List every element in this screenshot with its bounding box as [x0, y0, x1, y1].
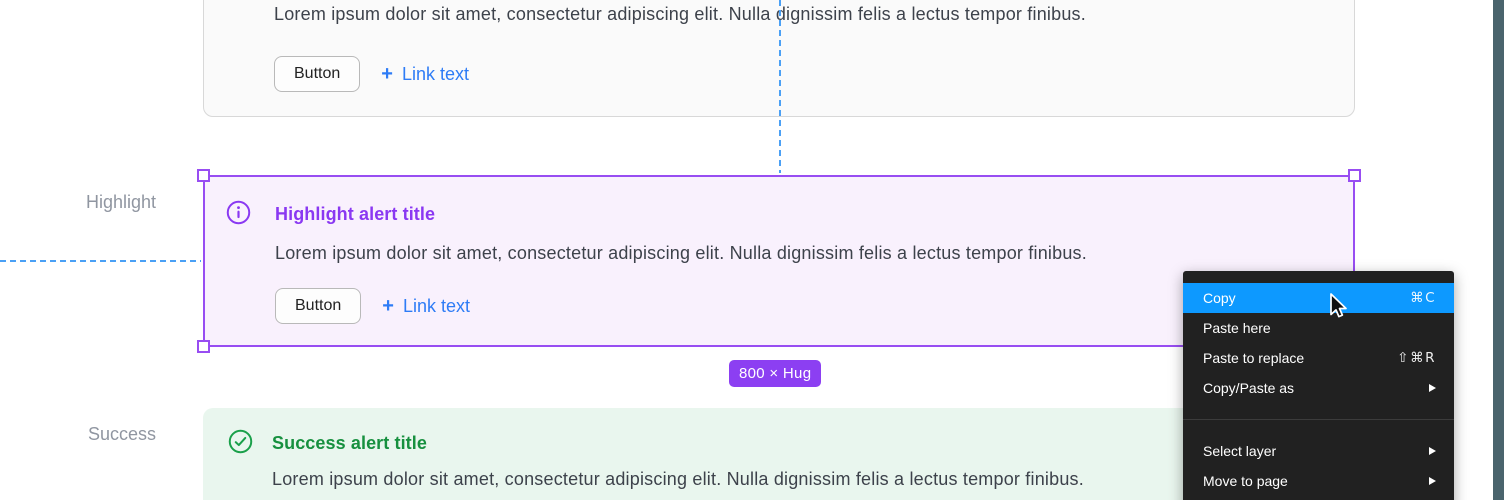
link-label: Link text — [401, 63, 469, 84]
variant-label-highlight: Highlight — [85, 192, 156, 212]
menu-item-move-to-page[interactable]: Move to page — [1183, 466, 1454, 496]
alert-body-text: Lorem ipsum dolor sit amet, consectetur … — [274, 4, 1086, 24]
vertical-guide-line — [779, 0, 781, 173]
context-menu: Copy ⌘C Paste here Paste to replace ⇧⌘R … — [1183, 271, 1454, 500]
selection-handle-top-left[interactable] — [197, 169, 210, 182]
mouse-cursor-icon — [1325, 291, 1351, 328]
menu-shortcut: ⌘C — [1410, 290, 1436, 306]
menu-separator — [1183, 419, 1454, 420]
submenu-arrow-icon — [1429, 447, 1436, 455]
alert-body-text: Lorem ipsum dolor sit amet, consectetur … — [275, 243, 1087, 263]
submenu-arrow-icon — [1429, 477, 1436, 485]
menu-item-select-layer[interactable]: Select layer — [1183, 436, 1454, 466]
menu-item-copy-paste-as[interactable]: Copy/Paste as — [1183, 373, 1454, 403]
selection-size-badge: 800 × Hug — [729, 360, 822, 387]
menu-item-label: Move to page — [1203, 473, 1288, 489]
horizontal-guide-line — [0, 260, 201, 262]
selection-handle-top-right[interactable] — [1348, 169, 1361, 182]
menu-item-label: Paste here — [1203, 320, 1271, 336]
info-circle-icon — [226, 200, 251, 225]
check-circle-icon — [228, 429, 253, 454]
menu-item-label: Copy/Paste as — [1203, 380, 1295, 396]
alert-button[interactable]: Button — [275, 288, 362, 324]
menu-item-label: Paste to replace — [1203, 350, 1305, 366]
alert-button[interactable]: Button — [274, 56, 361, 92]
alert-body-text: Lorem ipsum dolor sit amet, consectetur … — [272, 469, 1084, 489]
alert-card-success[interactable]: Success alert title Lorem ipsum dolor si… — [203, 408, 1355, 500]
menu-item-label: Copy — [1203, 290, 1236, 306]
variant-label-success: Success — [87, 424, 156, 444]
plus-icon: + — [382, 295, 394, 317]
plus-icon: + — [381, 63, 393, 85]
menu-item-paste-to-replace[interactable]: Paste to replace ⇧⌘R — [1183, 343, 1454, 373]
alert-link[interactable]: + Link text — [381, 64, 469, 85]
right-edge-panel — [1493, 0, 1504, 500]
menu-item-label: Select layer — [1203, 443, 1277, 459]
alert-title: Success alert title — [272, 433, 427, 453]
selection-handle-bottom-left[interactable] — [197, 340, 210, 353]
menu-item-paste-here[interactable]: Paste here — [1183, 313, 1454, 343]
menu-shortcut: ⇧⌘R — [1397, 350, 1436, 366]
menu-item-copy[interactable]: Copy ⌘C — [1183, 283, 1454, 313]
alert-title: Highlight alert title — [275, 204, 436, 224]
alert-card-highlight[interactable]: Highlight alert title Lorem ipsum dolor … — [197, 169, 1361, 353]
alert-link[interactable]: + Link text — [382, 296, 470, 317]
submenu-arrow-icon — [1429, 384, 1436, 392]
link-label: Link text — [402, 295, 470, 316]
